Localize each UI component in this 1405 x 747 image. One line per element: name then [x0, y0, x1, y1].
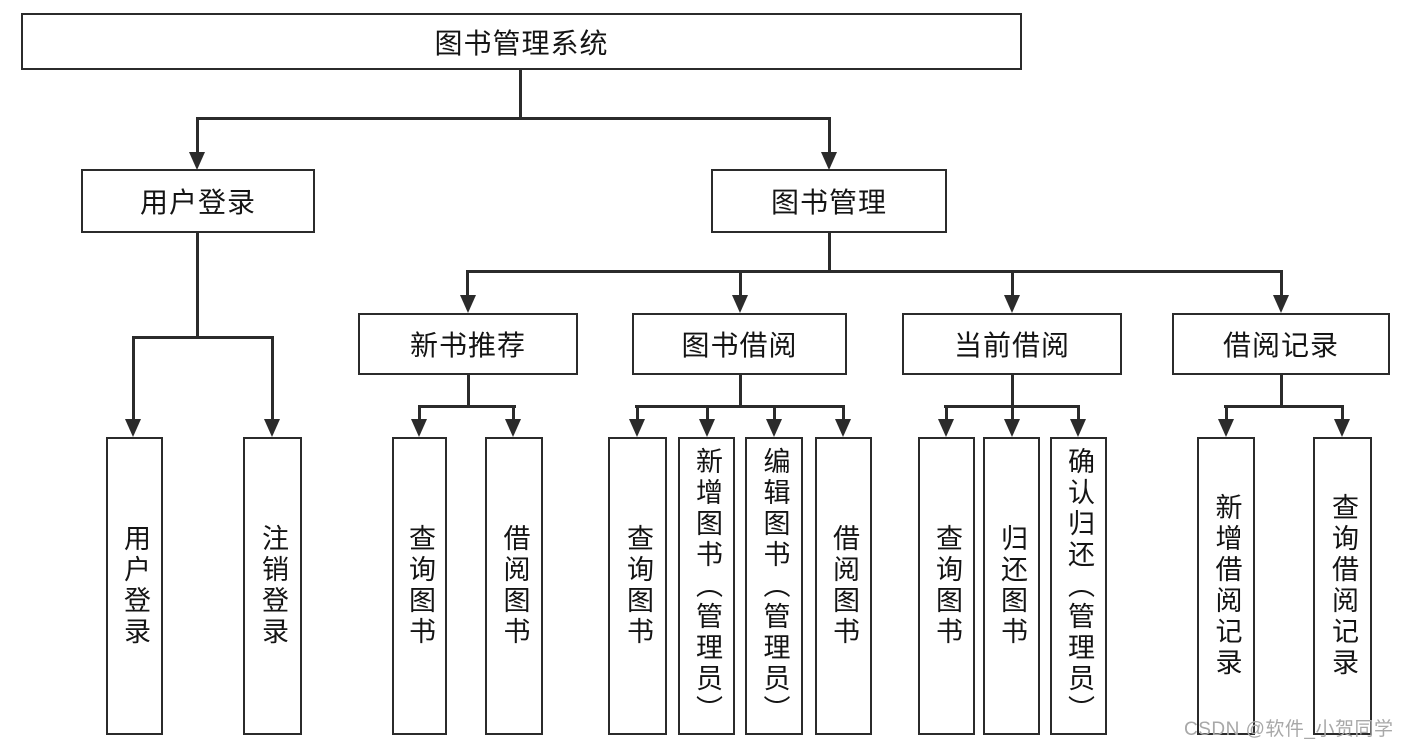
node-current-borrow-label: 当前借阅 [953, 330, 1070, 361]
arrowhead-down-icon [189, 152, 205, 170]
arrowhead-down-icon [1273, 295, 1289, 313]
node-newbook-query-books-label: 查询图书 [405, 524, 435, 648]
connector-line [196, 233, 199, 337]
arrowhead-down-icon [505, 419, 521, 437]
connector-line [828, 117, 831, 153]
node-logout-leaf-label: 注销登录 [258, 524, 288, 648]
node-bookborrow-borrow-books: 借阅图书 [815, 437, 872, 735]
connector-line [1225, 405, 1228, 420]
arrowhead-down-icon [699, 419, 715, 437]
connector-line [1341, 405, 1344, 420]
node-new-book-label: 新书推荐 [409, 330, 526, 361]
connector-line [706, 405, 709, 420]
connector-line [196, 117, 831, 120]
node-record-add-label: 新增借阅记录 [1211, 493, 1242, 679]
connector-line [1011, 270, 1014, 296]
arrowhead-down-icon [766, 419, 782, 437]
node-newbook-borrow-books-label: 借阅图书 [499, 524, 530, 648]
node-root-label: 图书管理系统 [434, 27, 609, 59]
node-user-login-leaf: 用户登录 [106, 437, 163, 735]
node-borrow-record: 借阅记录 [1172, 313, 1390, 375]
connector-line [467, 375, 470, 408]
arrowhead-down-icon [411, 419, 427, 437]
connector-line [636, 405, 639, 420]
arrowhead-down-icon [938, 419, 954, 437]
connector-line [466, 270, 1283, 273]
node-bookborrow-query-books-label: 查询图书 [623, 524, 653, 648]
arrowhead-down-icon [1218, 419, 1234, 437]
node-user-login-branch-label: 用户登录 [139, 187, 256, 218]
node-record-add: 新增借阅记录 [1197, 437, 1255, 735]
arrowhead-down-icon [1070, 419, 1086, 437]
node-book-mgmt-branch: 图书管理 [711, 169, 947, 233]
node-currentborrow-confirm-return-label: 确认归还（管理员） [1064, 446, 1094, 726]
node-record-query: 查询借阅记录 [1313, 437, 1372, 735]
node-user-login-branch: 用户登录 [81, 169, 315, 233]
arrowhead-down-icon [460, 295, 476, 313]
csdn-watermark: CSDN @软件_小贺同学 [1184, 719, 1394, 740]
connector-line [466, 270, 469, 296]
connector-line [773, 405, 776, 420]
connector-line [271, 336, 274, 419]
connector-line [945, 405, 948, 420]
connector-line [1011, 405, 1014, 420]
arrowhead-down-icon [1334, 419, 1350, 437]
node-newbook-query-books: 查询图书 [392, 437, 447, 735]
arrowhead-down-icon [821, 152, 837, 170]
node-logout-leaf: 注销登录 [243, 437, 302, 735]
connector-line [739, 270, 742, 296]
node-bookborrow-edit-books: 编辑图书（管理员） [745, 437, 803, 735]
connector-line [739, 375, 742, 408]
connector-line [418, 405, 516, 408]
node-current-borrow: 当前借阅 [902, 313, 1122, 375]
arrowhead-down-icon [835, 419, 851, 437]
connector-line [1011, 375, 1014, 408]
arrowhead-down-icon [264, 419, 280, 437]
node-new-book: 新书推荐 [358, 313, 578, 375]
node-bookborrow-add-books: 新增图书（管理员） [678, 437, 735, 735]
node-book-borrow: 图书借阅 [632, 313, 847, 375]
node-bookborrow-edit-books-label: 编辑图书（管理员） [759, 446, 790, 726]
node-book-borrow-label: 图书借阅 [681, 330, 798, 361]
node-bookborrow-add-books-label: 新增图书（管理员） [692, 446, 722, 726]
node-borrow-record-label: 借阅记录 [1222, 330, 1339, 361]
connector-line [132, 336, 274, 339]
node-newbook-borrow-books: 借阅图书 [485, 437, 543, 735]
connector-line [512, 405, 515, 420]
connector-line [1077, 405, 1080, 420]
connector-line [418, 405, 421, 420]
connector-line [842, 405, 845, 420]
connector-line [1224, 405, 1344, 408]
node-currentborrow-confirm-return: 确认归还（管理员） [1050, 437, 1107, 735]
node-book-mgmt-branch-label: 图书管理 [770, 187, 887, 218]
node-currentborrow-return-books: 归还图书 [983, 437, 1040, 735]
node-record-query-label: 查询借阅记录 [1328, 493, 1358, 679]
connector-line [519, 69, 522, 118]
node-user-login-leaf-label: 用户登录 [120, 524, 150, 648]
connector-line [196, 117, 199, 153]
connector-line [828, 233, 831, 273]
arrowhead-down-icon [732, 295, 748, 313]
arrowhead-down-icon [1004, 419, 1020, 437]
connector-line [132, 336, 135, 419]
arrowhead-down-icon [1004, 295, 1020, 313]
connector-line [1280, 270, 1283, 296]
arrowhead-down-icon [125, 419, 141, 437]
connector-line [635, 405, 845, 408]
node-bookborrow-query-books: 查询图书 [608, 437, 667, 735]
node-root: 图书管理系统 [21, 13, 1022, 70]
connector-line [1280, 375, 1283, 408]
node-currentborrow-query-books: 查询图书 [918, 437, 975, 735]
node-currentborrow-query-books-label: 查询图书 [932, 524, 962, 648]
node-bookborrow-borrow-books-label: 借阅图书 [829, 524, 859, 648]
node-currentborrow-return-books-label: 归还图书 [997, 524, 1027, 648]
arrowhead-down-icon [629, 419, 645, 437]
